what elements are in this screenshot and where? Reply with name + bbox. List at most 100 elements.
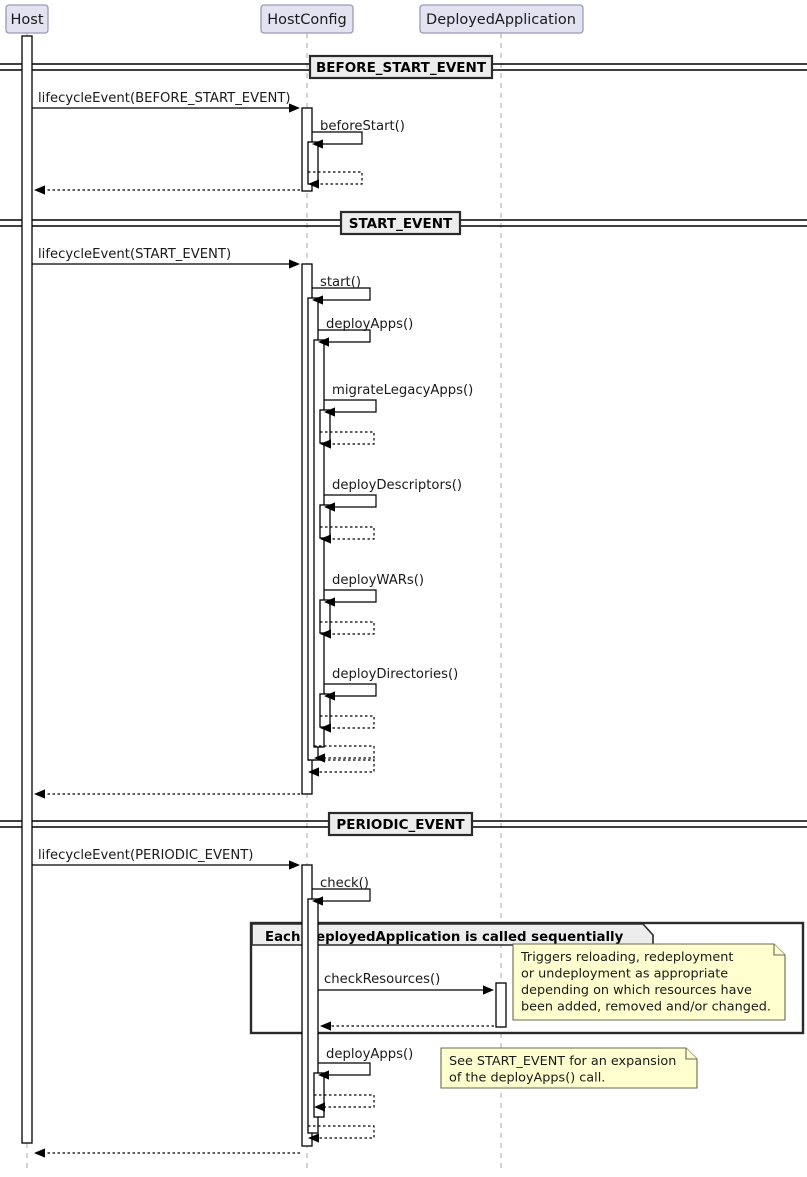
lifelines-layer [26,33,502,1169]
group-frame-loop-each-deployedapplication [249,921,805,1035]
activation-hc-deploywars [319,599,331,634]
message-arrowhead-m24 [314,1102,325,1112]
message-selfloop-m16 [314,745,375,759]
note-line-note-check-resources-3: been added, removed and/or changed. [521,1000,771,1015]
message-selfloop-m15 [320,715,375,729]
participant-hostconfig[interactable]: HostConfig [260,4,354,34]
message-arrowhead-m21 [483,985,494,995]
messages-layer: lifecycleEvent(BEFORE_START_EVENT)before… [32,91,494,1158]
message-label-m19: lifecycleEvent(PERIODIC_EVENT) [38,848,253,863]
message-arrowhead-m18 [34,789,45,799]
message-m15 [320,715,375,733]
activation-da-checkres [495,982,507,1028]
message-arrowhead-m22 [320,1021,331,1031]
message-label-m1: lifecycleEvent(BEFORE_START_EVENT) [38,91,291,106]
message-m22 [320,1021,494,1031]
message-label-m10: deployDescriptors() [332,478,462,493]
message-m19: lifecycleEvent(PERIODIC_EVENT) [32,848,300,870]
participant-box-host[interactable] [5,4,49,34]
participant-label-host: Host [10,12,43,28]
message-m23: deployApps() [318,1047,413,1080]
note-line-note-deploy-apps-1: of the deployApps() call. [449,1071,605,1086]
message-m9 [320,431,375,449]
message-selfloop-m9 [320,431,375,445]
activation-hc-deployapps [313,339,325,748]
message-selfloop-m14 [324,683,377,697]
divider-label-periodic: PERIODIC_EVENT [336,817,465,833]
activation-hc-before-self [307,141,319,185]
message-m20: check() [312,876,371,906]
message-label-m21: checkResources() [324,972,440,987]
divider-box-before-start [308,54,494,80]
message-arrowhead-m1 [289,103,300,113]
note-line-note-check-resources-0: Triggers reloading, redeployment [520,950,733,965]
activation-hc-check-self [307,898,319,1134]
message-selfloop-m11 [320,526,375,540]
message-arrowhead-m8 [324,407,335,417]
message-m16 [314,745,375,763]
group-tab-loop-each-deployedapplication [251,923,654,946]
activation-hc-migrate [319,409,331,444]
divider-periodic: PERIODIC_EVENT [0,811,807,837]
message-m17 [308,759,375,777]
divider-box-start [339,210,462,236]
note-fold-note-check-resources [773,944,785,956]
message-selfloop-m23 [318,1062,371,1076]
message-label-m20: check() [320,876,369,891]
message-selfloop-m10 [324,494,377,508]
divider-start: START_EVENT [0,210,807,236]
message-m26 [34,1148,300,1158]
message-arrowhead-m13 [320,629,331,639]
message-m12: deployWARs() [324,573,424,607]
message-m18 [34,789,300,799]
group-loop-each-deployedapplication: Each DeployedApplication is called seque… [249,921,805,1035]
participant-label-deployedapp: DeployedApplication [426,12,576,28]
message-label-m6: start() [320,275,361,290]
participant-label-hostconfig: HostConfig [267,12,347,28]
message-selfloop-m25 [308,1125,375,1139]
participant-box-hostconfig[interactable] [260,4,354,34]
participant-box-deployedapp[interactable] [419,4,584,34]
note-line-note-check-resources-2: depending on which resources have [521,983,752,998]
message-m25 [308,1125,375,1143]
message-m3 [308,171,363,189]
participant-host[interactable]: Host [5,4,49,34]
message-selfloop-m24 [314,1094,375,1108]
message-arrowhead-m7 [318,337,329,347]
message-selfloop-m2 [312,131,363,145]
message-m21: checkResources() [318,972,494,995]
message-arrowhead-m2 [312,139,323,149]
message-selfloop-m3 [308,171,363,185]
message-arrowhead-m5 [289,259,300,269]
message-label-m8: migrateLegacyApps() [332,383,473,398]
message-arrowhead-m6 [312,295,323,305]
message-m8: migrateLegacyApps() [324,383,473,417]
message-arrowhead-m4 [34,185,45,195]
message-arrowhead-m3 [308,179,319,189]
message-arrowhead-m10 [324,502,335,512]
message-label-m12: deployWARs() [332,573,424,588]
message-arrowhead-m20 [312,896,323,906]
message-arrowhead-m26 [34,1148,45,1158]
notes-layer: Triggers reloading, redeployment or undep… [440,943,786,1089]
activation-host-root [21,35,33,1144]
message-m7: deployApps() [318,317,413,347]
note-line-note-check-resources-1: or undeployment as appropriate [521,967,728,982]
activation-hc-deploydirs [319,693,331,728]
note-note-check-resources: Triggers reloading, redeployment or undep… [512,943,786,1021]
activation-hc-deploydesc [319,504,331,539]
message-selfloop-m20 [312,888,371,902]
message-m14: deployDirectories() [324,667,458,701]
note-fold-note-deploy-apps [685,1048,697,1060]
message-selfloop-m17 [308,759,375,773]
message-arrowhead-m17 [308,767,319,777]
message-m10: deployDescriptors() [324,478,462,512]
message-selfloop-m6 [312,287,371,301]
message-arrowhead-m16 [314,753,325,763]
participant-deployedapp[interactable]: DeployedApplication [419,4,584,34]
message-arrowhead-m19 [289,860,300,870]
message-selfloop-m7 [318,329,371,343]
divider-label-before-start: BEFORE_START_EVENT [316,60,487,76]
